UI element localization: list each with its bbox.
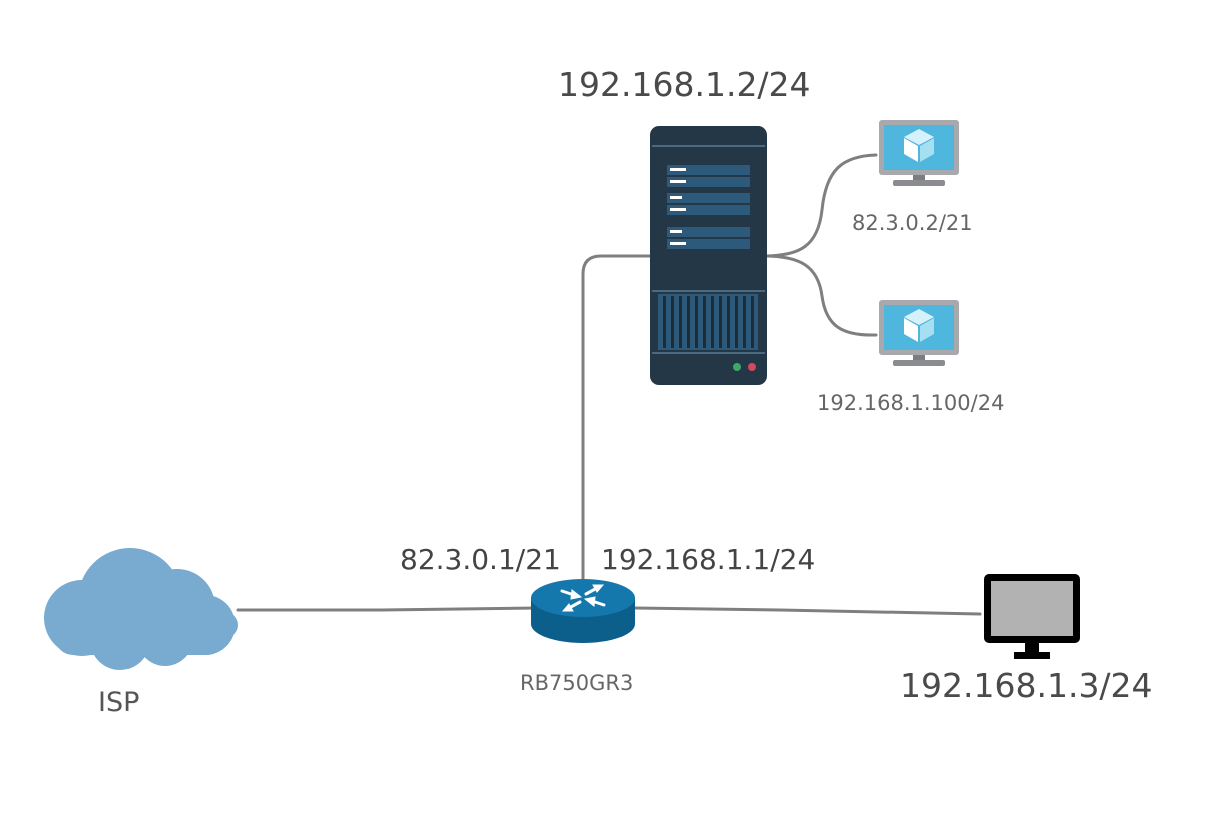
cable-isp-router bbox=[236, 606, 538, 612]
vm1-ip-label: 82.3.0.2/21 bbox=[852, 211, 973, 235]
vm2-ip-label: 192.168.1.100/24 bbox=[817, 391, 1005, 415]
router-wan-ip-label: 82.3.0.1/21 bbox=[400, 543, 561, 576]
status-led-green bbox=[733, 363, 741, 371]
router-name-label: RB750GR3 bbox=[520, 671, 634, 695]
router-lan-ip-label: 192.168.1.1/24 bbox=[601, 543, 816, 576]
router-icon bbox=[531, 579, 635, 643]
cable-router-pc bbox=[630, 606, 982, 616]
pc-monitor-icon bbox=[984, 574, 1080, 659]
isp-label: ISP bbox=[98, 687, 140, 718]
server-ip-label: 192.168.1.2/24 bbox=[558, 65, 811, 104]
cable-server-vm2 bbox=[762, 254, 878, 337]
vm-monitor-icon bbox=[879, 120, 959, 186]
cable-router-server bbox=[581, 254, 654, 584]
cable-server-vm1 bbox=[762, 153, 878, 258]
status-led-red bbox=[748, 363, 756, 371]
server-icon bbox=[650, 126, 767, 385]
vm-monitor-icon bbox=[879, 300, 959, 366]
cloud-icon bbox=[44, 548, 238, 670]
cables bbox=[236, 153, 982, 616]
pc-ip-label: 192.168.1.3/24 bbox=[900, 666, 1153, 705]
